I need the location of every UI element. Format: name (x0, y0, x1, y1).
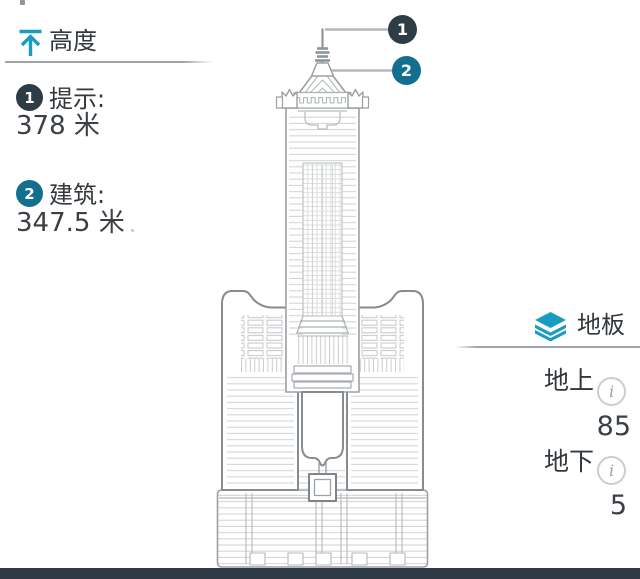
floors-panel-divider (455, 346, 640, 348)
layers-icon (535, 312, 566, 341)
spire-height-label: 提示: (49, 85, 106, 113)
left-wing (221, 290, 299, 491)
floors-panel-title: 地板 (577, 311, 625, 339)
right-wing (346, 290, 424, 491)
tower-crown (275, 61, 370, 130)
spire-antenna (310, 28, 335, 77)
info-glyph: i (608, 382, 615, 401)
building-height-value: 347.5 米 (16, 208, 125, 238)
arrow-up-icon (19, 29, 42, 56)
height-panel-title: 高度 (49, 27, 97, 55)
legend-badge-1: 1 (16, 84, 43, 111)
above-ground-value: 85 (596, 411, 631, 442)
above-ground-label: 地上 (543, 366, 594, 395)
screen-artifact (20, 0, 25, 5)
height-panel-divider (5, 61, 214, 63)
spire-height-value: 378 米 (16, 111, 100, 141)
screen-artifact (131, 229, 134, 232)
info-icon[interactable]: i (597, 377, 626, 406)
callout-lines (325, 28, 396, 72)
below-ground-label: 地下 (543, 447, 594, 476)
below-ground-value: 5 (609, 490, 627, 521)
info-glyph: i (608, 461, 615, 480)
building-height-label: 建筑: (49, 181, 106, 209)
callout-badge-1: 1 (388, 15, 417, 44)
central-arch (299, 391, 345, 502)
legend-badge-2: 2 (16, 180, 43, 207)
info-icon[interactable]: i (597, 456, 626, 485)
tower-base (216, 489, 429, 568)
ground-line (0, 568, 640, 579)
callout-badge-2: 2 (392, 56, 421, 85)
tower-shaft (285, 107, 360, 393)
